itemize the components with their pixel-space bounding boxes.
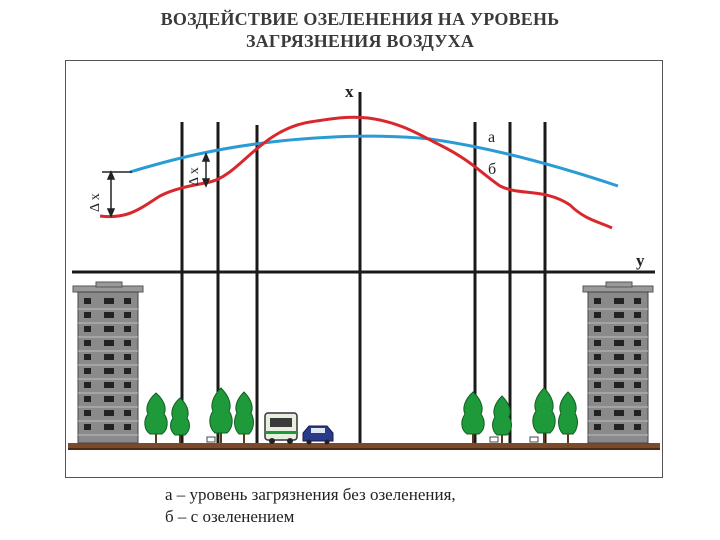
curve-a <box>99 115 613 230</box>
title-line-2: ЗАГРЯЗНЕНИЯ ВОЗДУХА <box>245 31 475 51</box>
page-title: ВОЗДЕЙСТВИЕ ОЗЕЛЕНЕНИЯ НА УРОВЕНЬ ЗАГРЯЗ… <box>0 8 720 52</box>
building-left-windows <box>84 298 131 430</box>
tree-4 <box>234 391 254 435</box>
delta-left-arrowhead-up <box>106 170 116 180</box>
tree-8 <box>558 391 578 435</box>
tree-trunks-left <box>155 433 245 443</box>
delta-left-arrowhead-down <box>106 208 116 218</box>
car-wheel-rear <box>324 439 330 445</box>
car-window <box>311 428 325 433</box>
curve-b <box>129 134 619 188</box>
delta-right-label: Δ x <box>187 167 202 186</box>
building-right <box>582 281 654 444</box>
legend-caption: а – уровень загрязнения без озеленения, … <box>165 484 456 528</box>
bus-wheel-front <box>269 438 275 444</box>
delta-left-label: Δ x <box>88 193 103 212</box>
building-left-roof-top <box>95 281 123 288</box>
tree-3 <box>209 387 233 434</box>
x-axis-label: x <box>345 82 354 101</box>
legend-line-a: а – уровень загрязнения без озеленения, <box>165 485 456 504</box>
building-left <box>72 281 144 444</box>
curve-b-label: б <box>488 161 496 178</box>
bus-wheel-rear <box>287 438 293 444</box>
trees-right <box>461 387 578 436</box>
ground-shadow <box>68 448 660 450</box>
bus <box>264 412 298 444</box>
tree-7 <box>532 387 556 434</box>
delta-left <box>102 170 132 218</box>
benches <box>206 436 539 443</box>
bench-2 <box>489 436 499 443</box>
diagram-frame <box>65 60 663 478</box>
car <box>302 425 334 445</box>
building-right-windows <box>594 298 641 430</box>
legend-line-b: б – с озеленением <box>165 507 295 526</box>
delta-right <box>201 152 211 188</box>
tree-2 <box>170 397 190 436</box>
tree-1 <box>144 392 168 435</box>
car-body <box>302 425 334 442</box>
bench-3 <box>529 436 539 443</box>
curve-a-label: а <box>488 129 495 146</box>
building-right-roof-top <box>605 281 633 288</box>
tree-trunks-right <box>472 433 569 443</box>
y-axis-label: y <box>636 251 645 270</box>
tree-5 <box>461 391 485 435</box>
delta-right-arrowhead-up <box>201 152 211 162</box>
delta-right-arrowhead-down <box>201 178 211 188</box>
bus-window <box>270 418 292 427</box>
car-wheel-front <box>306 439 312 445</box>
bench-1 <box>206 436 216 443</box>
title-line-1: ВОЗДЕЙСТВИЕ ОЗЕЛЕНЕНИЯ НА УРОВЕНЬ <box>160 9 560 29</box>
ground <box>68 443 660 450</box>
trees-left <box>144 387 254 436</box>
bus-stripe <box>265 431 297 434</box>
